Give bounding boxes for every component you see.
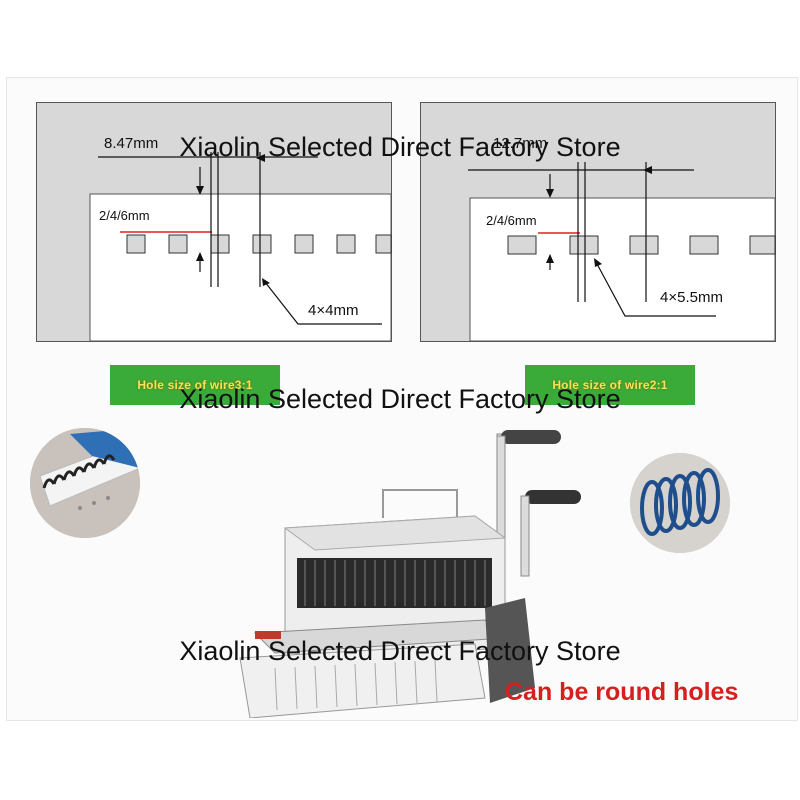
blue-wire-loops-image [630,453,730,553]
caption-wire-2-1: Hole size of wire2:1 [525,365,695,405]
diagram-2-1-drawing: 12.7mm 2/4/6mm 4×5.5mm [420,102,776,342]
hole-diagram-2-1: 12.7mm 2/4/6mm 4×5.5mm [420,102,776,342]
hole-size-label: 4×4mm [308,302,358,319]
hole-diagram-3-1: 8.47mm 2/4/6mm 4×4mm [36,102,392,342]
hole-size-label: 4×5.5mm [660,289,723,306]
pitch-label: 12.7mm [493,135,547,152]
diagram-3-1-drawing: 8.47mm 2/4/6mm 4×4mm [36,102,392,342]
round-holes-note: Can be round holes [505,678,739,706]
margin-label: 2/4/6mm [486,213,537,228]
wire-binding-closeup-image [30,428,140,538]
margin-label: 2/4/6mm [99,208,150,223]
caption-wire-3-1: Hole size of wire3:1 [110,365,280,405]
pitch-label: 8.47mm [104,135,158,152]
binding-machine-drawing [235,428,595,719]
